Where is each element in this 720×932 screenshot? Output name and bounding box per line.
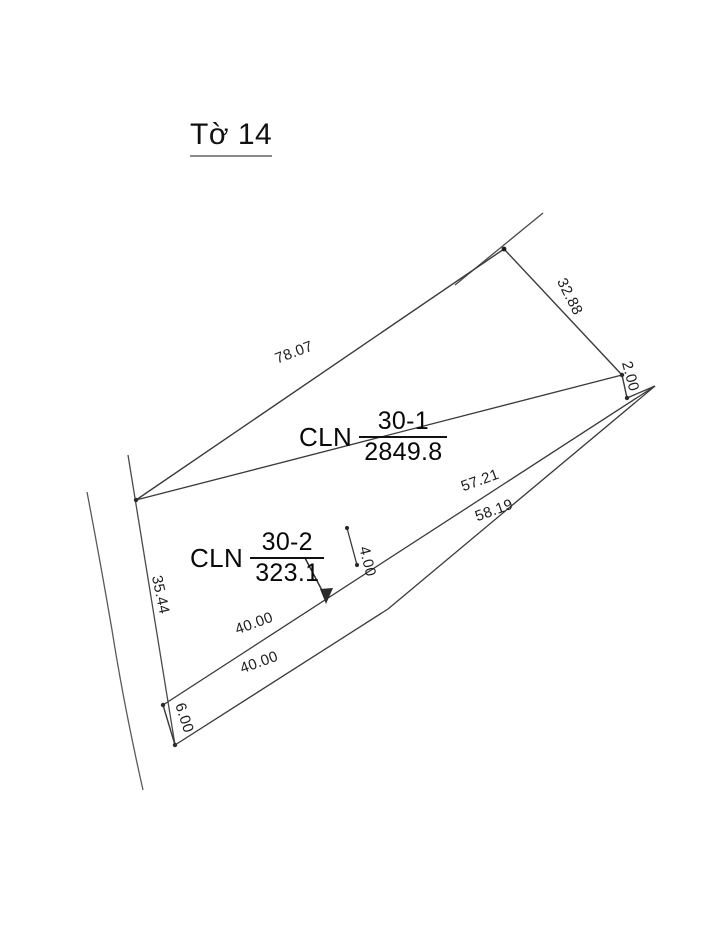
parcel-30-2-land-use-code: CLN <box>190 542 244 573</box>
edge-6-00 <box>162 704 176 746</box>
page-title: Tờ 14 <box>190 120 273 157</box>
edge-lower-strip-extension <box>387 385 656 610</box>
strip-right-tie <box>626 385 656 399</box>
edge-78-07 <box>135 248 505 501</box>
edge-35-44 <box>127 454 176 746</box>
parcel-30-1-area: 2849.8 <box>359 436 448 466</box>
parcel-30-1-fraction: 30-1 2849.8 <box>359 407 448 466</box>
node-top-vertex <box>501 246 507 252</box>
leader-arrowhead-30-2 <box>320 588 333 604</box>
parcel-label-30-2: CLN 30-2 323.1 <box>190 528 325 587</box>
node-right-lower <box>624 395 630 401</box>
edge-58-19 <box>162 385 656 706</box>
parcel-label-30-1: CLN 30-1 2849.8 <box>299 407 448 466</box>
node-left-vertex <box>133 497 139 503</box>
parcel-30-2-fraction: 30-2 323.1 <box>250 528 325 587</box>
edge-2-00 <box>621 374 628 399</box>
edge-32-88 <box>503 248 623 376</box>
tick-4-00-node-top <box>344 525 350 531</box>
tick-4-00-node-bottom <box>354 562 360 568</box>
parcel-30-1-number: 30-1 <box>377 407 429 435</box>
node-right-corner <box>619 372 625 378</box>
parcel-30-2-area: 323.1 <box>250 557 325 587</box>
parcel-30-1-land-use-code: CLN <box>299 421 353 452</box>
parcel-30-2-number: 30-2 <box>261 528 313 556</box>
road-boundary-line <box>86 491 144 791</box>
tick-4-00 <box>346 527 358 566</box>
node-6-00-top <box>160 702 166 708</box>
edge-40-00-lower <box>174 608 389 746</box>
